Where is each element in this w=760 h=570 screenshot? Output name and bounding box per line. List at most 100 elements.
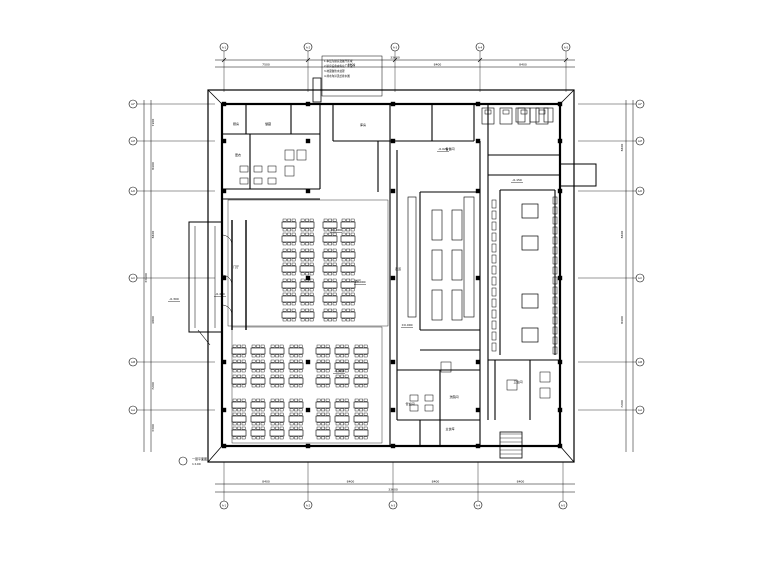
structural-column — [221, 359, 227, 365]
chair — [241, 436, 246, 440]
dining-table — [231, 415, 247, 423]
dining-table — [269, 401, 285, 409]
chair — [335, 408, 340, 412]
chair — [316, 384, 321, 388]
chair — [323, 262, 328, 266]
dining-table — [340, 295, 356, 303]
chair — [232, 422, 237, 426]
chair — [341, 278, 346, 282]
chair — [363, 344, 368, 348]
structural-column — [221, 275, 227, 281]
chair — [289, 384, 294, 388]
chair — [294, 422, 298, 426]
chair — [279, 374, 284, 378]
chair — [325, 359, 330, 363]
chair — [316, 408, 321, 412]
chair — [328, 262, 332, 266]
chair — [270, 354, 275, 358]
chair — [363, 398, 368, 402]
chair — [279, 354, 284, 358]
toilet-stall — [529, 107, 540, 123]
chair — [282, 318, 287, 322]
chair — [354, 384, 359, 388]
chair — [282, 288, 287, 292]
chair — [328, 318, 332, 322]
shelf — [552, 296, 558, 305]
chair — [232, 426, 237, 430]
chair — [279, 412, 284, 416]
chair — [287, 302, 291, 306]
chair — [305, 302, 309, 306]
toilet-stall — [535, 107, 549, 125]
chair — [363, 384, 368, 388]
chair — [335, 422, 340, 426]
dining-table — [334, 347, 350, 355]
chair — [325, 398, 330, 402]
kitchen-counter — [431, 289, 443, 321]
chair — [305, 232, 309, 236]
chair — [344, 412, 349, 416]
shelf — [552, 216, 558, 225]
chair — [354, 412, 359, 416]
chair — [346, 318, 350, 322]
chair — [256, 412, 260, 416]
chair — [270, 359, 275, 363]
chair — [289, 374, 294, 378]
chair — [275, 408, 279, 412]
chair — [359, 374, 363, 378]
chair — [346, 228, 350, 232]
chair — [350, 272, 355, 276]
furniture — [221, 101, 563, 449]
chair — [344, 384, 349, 388]
chair — [354, 354, 359, 358]
chair — [344, 408, 349, 412]
chair — [300, 318, 305, 322]
chair — [294, 412, 298, 416]
chair — [300, 258, 305, 262]
toilet-stall — [517, 107, 531, 125]
chair — [300, 242, 305, 246]
chair — [298, 359, 303, 363]
shelf — [491, 232, 497, 242]
chair — [350, 248, 355, 252]
chair — [300, 278, 305, 282]
chair — [298, 374, 303, 378]
chair — [350, 318, 355, 322]
structural-column — [305, 407, 311, 413]
chair — [335, 374, 340, 378]
dining-table — [231, 429, 247, 437]
chair — [325, 369, 330, 373]
chair — [346, 272, 350, 276]
walls — [188, 55, 597, 463]
chair — [341, 228, 346, 232]
dining-table — [340, 235, 356, 243]
structural-column — [475, 443, 481, 449]
chair — [260, 359, 265, 363]
chair — [287, 218, 291, 222]
grid-label-left: A-C — [131, 277, 135, 280]
chair — [363, 354, 368, 358]
structural-column — [390, 359, 396, 365]
chair — [346, 278, 350, 282]
chair — [316, 344, 321, 348]
shelf — [552, 266, 558, 275]
dining-table — [281, 281, 297, 289]
chair — [289, 436, 294, 440]
note-block — [321, 55, 383, 97]
chair — [291, 258, 296, 262]
structural-column — [390, 443, 396, 449]
dim-text-right: 7200 — [620, 400, 624, 408]
dining-table — [353, 377, 369, 385]
chair — [256, 359, 260, 363]
dining-table — [340, 221, 356, 229]
chair — [359, 384, 363, 388]
chair — [251, 384, 256, 388]
chair — [359, 398, 363, 402]
chair — [291, 318, 296, 322]
chair — [350, 302, 355, 306]
room-label: 餐厅 — [355, 278, 361, 283]
structural-column — [305, 188, 311, 194]
room-partitions — [221, 104, 560, 445]
chair — [300, 308, 305, 312]
chair — [232, 398, 237, 402]
